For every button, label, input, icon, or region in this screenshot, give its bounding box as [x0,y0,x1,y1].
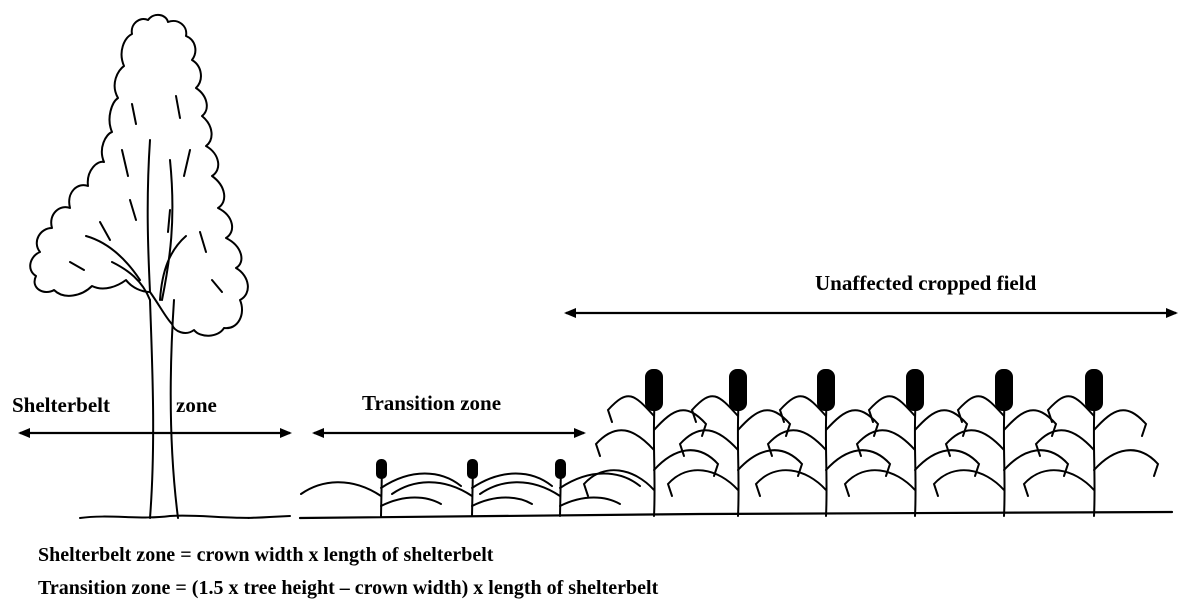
short-crop-plant [392,460,552,516]
short-crop-plant [301,460,461,516]
tall-crop-plant [756,370,890,516]
tall-crop-plant [668,370,802,516]
tree-trunk [150,300,178,518]
shelterbelt-zone-formula: Shelterbelt zone = crown width x length … [38,545,493,565]
tall-crop-plant [934,370,1068,516]
shelterbelt-zone-word: zone [176,395,217,416]
transition-zone-formula: Transition zone = (1.5 x tree height – c… [38,578,658,598]
tall-crop-plant [584,370,718,516]
tree-illustration [30,15,290,518]
tall-crop-plant [845,370,979,516]
transition-zone-label: Transition zone [362,393,501,414]
short-crop-plant [480,460,640,516]
ground-line [300,512,1172,518]
shelterbelt-label: Shelterbelt [12,395,110,416]
tall-crop-plant [1024,370,1158,516]
tree-crown [30,15,248,336]
unaffected-field-label: Unaffected cropped field [815,273,1036,294]
